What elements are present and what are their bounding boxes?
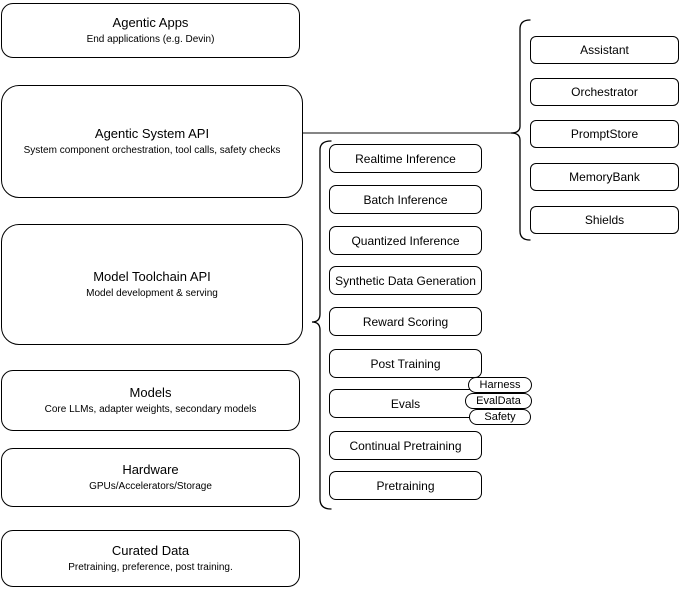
- layer-title: Curated Data: [111, 543, 190, 558]
- toolchain-item-realtime-inference: Realtime Inference: [329, 144, 482, 173]
- layer-subtitle: Pretraining, preference, post training.: [68, 562, 233, 573]
- eval-tag-evaldata: EvalData: [465, 393, 532, 409]
- layer-title: Agentic Apps: [112, 15, 189, 30]
- toolchain-item-batch-inference: Batch Inference: [329, 185, 482, 214]
- toolchain-item-synthetic-data-generation: Synthetic Data Generation: [329, 266, 482, 295]
- layer-model-toolchain-api: Model Toolchain API Model development & …: [1, 224, 303, 345]
- component-assistant: Assistant: [530, 36, 679, 64]
- eval-tag-harness: Harness: [468, 377, 532, 393]
- layer-subtitle: End applications (e.g. Devin): [86, 34, 215, 45]
- component-shields: Shields: [530, 206, 679, 234]
- layer-subtitle: System component orchestration, tool cal…: [23, 145, 281, 156]
- layer-subtitle: Model development & serving: [86, 288, 218, 299]
- layer-agentic-system-api: Agentic System API System component orch…: [1, 85, 303, 198]
- components-brace: [510, 19, 531, 241]
- layer-title: Models: [129, 385, 172, 400]
- layer-title: Hardware: [122, 462, 179, 477]
- toolchain-item-quantized-inference: Quantized Inference: [329, 226, 482, 255]
- layer-subtitle: Core LLMs, adapter weights, secondary mo…: [44, 404, 257, 415]
- component-orchestrator: Orchestrator: [530, 78, 679, 106]
- layer-title: Agentic System API: [94, 126, 210, 141]
- component-promptstore: PromptStore: [530, 120, 679, 148]
- component-memorybank: MemoryBank: [530, 163, 679, 191]
- toolchain-item-pretraining: Pretraining: [329, 471, 482, 500]
- layer-subtitle: GPUs/Accelerators/Storage: [89, 481, 212, 492]
- layer-agentic-apps: Agentic Apps End applications (e.g. Devi…: [1, 3, 300, 58]
- toolchain-item-continual-pretraining: Continual Pretraining: [329, 431, 482, 460]
- layer-curated-data: Curated Data Pretraining, preference, po…: [1, 530, 300, 587]
- toolchain-brace: [311, 140, 332, 510]
- toolchain-item-reward-scoring: Reward Scoring: [329, 307, 482, 336]
- layer-hardware: Hardware GPUs/Accelerators/Storage: [1, 448, 300, 507]
- layer-models: Models Core LLMs, adapter weights, secon…: [1, 370, 300, 431]
- eval-tag-safety: Safety: [469, 409, 531, 425]
- layer-title: Model Toolchain API: [93, 269, 211, 284]
- toolchain-item-post-training: Post Training: [329, 349, 482, 378]
- toolchain-item-evals: Evals: [329, 389, 482, 418]
